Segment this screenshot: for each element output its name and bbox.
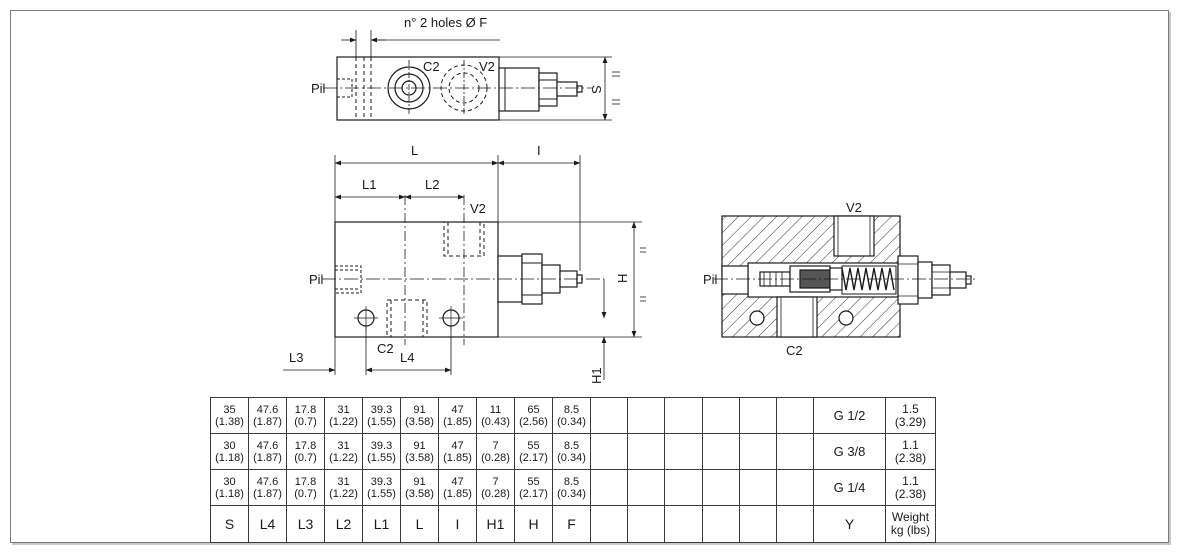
- column-header: L1: [362, 505, 401, 543]
- weight-cell: 1.1(2.38): [885, 469, 936, 506]
- c2-label-front: C2: [377, 341, 394, 356]
- column-header: Y: [813, 505, 886, 543]
- v2-label-front: V2: [470, 201, 486, 216]
- dim-l2-label: L2: [425, 177, 439, 192]
- front-view-body: [334, 221, 499, 338]
- holes-label: n° 2 holes Ø F: [404, 15, 487, 30]
- column-header: H: [514, 505, 553, 543]
- dim-l4-label: L4: [400, 350, 414, 365]
- weight-cell: 1.5(3.29): [885, 397, 936, 434]
- section-view: [714, 215, 976, 338]
- top-view-body: [336, 56, 500, 121]
- front-view: [283, 155, 646, 380]
- dim-h1-label: H1: [589, 367, 604, 384]
- s-label: S: [589, 85, 604, 94]
- c2-label-top: C2: [423, 59, 440, 74]
- frame-shadow: [12, 543, 1171, 545]
- port-size: G 3/8: [813, 433, 886, 470]
- column-header: I: [438, 505, 477, 543]
- dim-l1-label: L1: [362, 177, 376, 192]
- column-header: S: [210, 505, 249, 543]
- v2-label-section: V2: [846, 200, 862, 215]
- column-header: L3: [286, 505, 325, 543]
- column-header: F: [552, 505, 591, 543]
- weight-cell: 1.1(2.38): [885, 433, 936, 470]
- top-view: [323, 30, 620, 121]
- column-header: L2: [324, 505, 363, 543]
- column-header: H1: [476, 505, 515, 543]
- port-size: G 1/4: [813, 469, 886, 506]
- column-header: L4: [248, 505, 287, 543]
- pil-label-front: Pil: [309, 272, 324, 287]
- pil-label-section: Pil: [703, 272, 718, 287]
- port-size: G 1/2: [813, 397, 886, 434]
- table-row: 35(1.38) 47.6(1.87) 17.8(0.7) 31(1.22) 3…: [210, 397, 936, 434]
- table-row: 30(1.18) 47.6(1.87) 17.8(0.7) 31(1.22) 3…: [210, 433, 936, 470]
- dim-h-label: H: [615, 274, 630, 283]
- dim-l-small-label: I: [537, 143, 541, 158]
- column-header: L: [400, 505, 439, 543]
- c2-label-section: C2: [786, 343, 803, 358]
- table-row: 30(1.18) 47.6(1.87) 17.8(0.7) 31(1.22) 3…: [210, 469, 936, 506]
- v2-label-top: V2: [479, 59, 495, 74]
- dimension-table: 35(1.38) 47.6(1.87) 17.8(0.7) 31(1.22) 3…: [210, 397, 936, 543]
- dim-l-label: L: [411, 143, 418, 158]
- drawing-frame: [10, 10, 1169, 543]
- pil-label-top: Pil: [311, 81, 326, 96]
- dim-l3-label: L3: [289, 350, 303, 365]
- frame-shadow: [1169, 12, 1171, 545]
